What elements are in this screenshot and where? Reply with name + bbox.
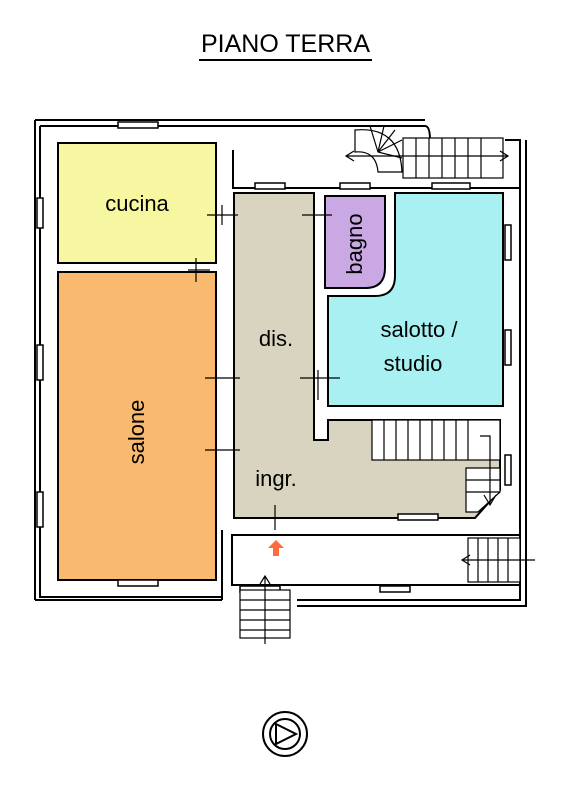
plan-title: PIANO TERRA bbox=[0, 30, 571, 61]
label-salotto-line2: studio bbox=[384, 351, 443, 376]
room-salotto-studio bbox=[327, 192, 504, 407]
room-salone bbox=[57, 271, 217, 581]
entrance-arrow-icon bbox=[268, 540, 284, 556]
label-salone: salone bbox=[124, 400, 149, 465]
exterior-stairs-right bbox=[460, 537, 535, 583]
label-bagno: bagno bbox=[342, 213, 367, 274]
exterior-stairs-bottom bbox=[239, 574, 291, 644]
doors bbox=[188, 205, 340, 530]
outer-walls bbox=[34, 119, 527, 607]
label-salotto-line1: salotto / bbox=[380, 317, 458, 342]
label-ingresso: ingr. bbox=[255, 466, 297, 491]
label-disimpegno: dis. bbox=[259, 326, 293, 351]
north-compass-icon bbox=[262, 711, 308, 757]
windows bbox=[36, 121, 512, 593]
label-cucina: cucina bbox=[105, 191, 169, 216]
spiral-staircase-icon bbox=[354, 125, 403, 173]
exterior-stairs-top bbox=[344, 137, 510, 179]
room-bagno bbox=[324, 195, 386, 289]
room-cucina bbox=[57, 142, 217, 264]
staircase-icon bbox=[371, 419, 501, 513]
